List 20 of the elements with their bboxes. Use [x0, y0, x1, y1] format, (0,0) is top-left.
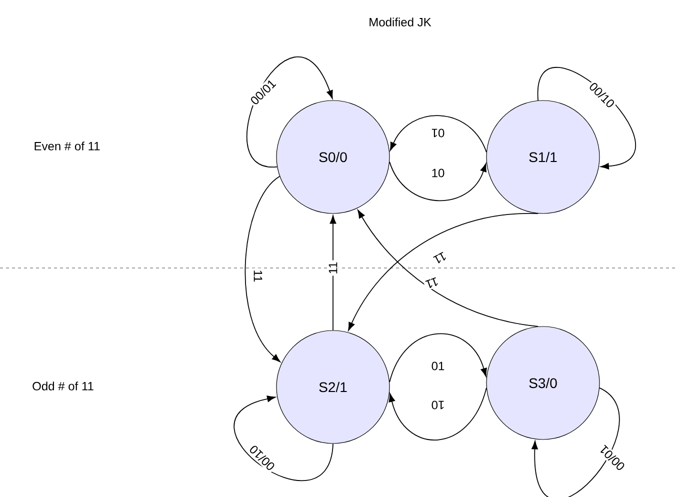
title: Modified JK [370, 18, 432, 26]
arrow [388, 388, 487, 440]
edge-label: 11 [252, 268, 264, 284]
edge-label: 11 [327, 260, 339, 276]
edge-label: 10 [430, 399, 446, 411]
edge-label: 01 [430, 127, 446, 139]
edge-label: 10 [430, 167, 446, 179]
arrow [389, 162, 486, 202]
arrow [532, 388, 620, 497]
edge-label: 11 [422, 275, 442, 291]
arrow [390, 115, 487, 152]
edge-label: 01 [430, 360, 446, 372]
edge-label: 11 [430, 249, 450, 267]
arrow [234, 396, 334, 481]
region-label: Even # of 11 [34, 142, 100, 150]
arrow [389, 333, 487, 382]
arrow [244, 176, 280, 362]
arrow [330, 215, 336, 331]
region-label: Odd # of 11 [32, 382, 94, 390]
arrow [246, 56, 333, 168]
